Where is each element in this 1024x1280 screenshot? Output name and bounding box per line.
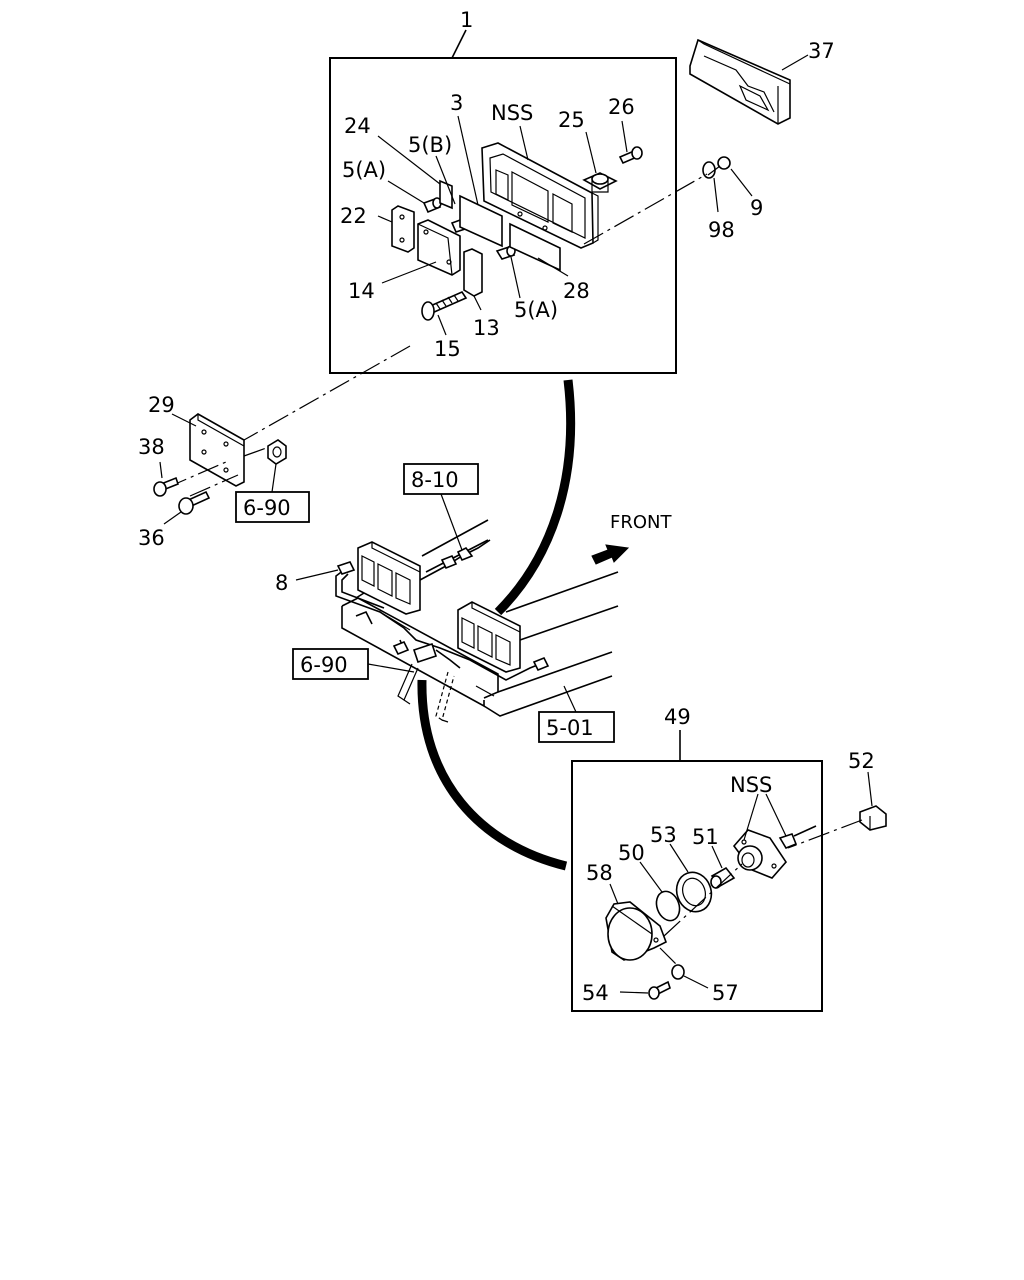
label-53: 53 [650,823,677,847]
bulb-51 [710,866,736,889]
label-28: 28 [563,279,590,303]
nut-9 [717,156,731,170]
ref-box-6-90-a[interactable] [235,491,310,523]
label-98: 98 [708,218,735,242]
ref-6-90-a[interactable]: 6-90 [243,496,291,520]
label-13: 13 [473,316,500,340]
label-nss-bottom: NSS [730,773,772,797]
ref-5-01[interactable]: 5-01 [546,716,594,740]
plate-22 [391,205,415,253]
connector-52 [859,805,887,831]
bracket-25 [582,172,618,193]
ref-box-6-90-b[interactable] [292,648,369,680]
washer-98 [702,161,716,179]
washer-57 [671,964,685,980]
lamp-cover-37 [689,38,791,125]
label-3: 3 [450,91,463,115]
label-49: 49 [664,705,691,729]
ref-box-8-10[interactable] [403,463,479,495]
label-1: 1 [460,8,473,32]
bracket-29 [189,413,245,487]
label-5a-bottom: 5(A) [514,298,558,322]
label-24: 24 [344,114,371,138]
label-front: FRONT [610,512,672,533]
label-36: 36 [138,526,165,550]
label-14: 14 [348,279,375,303]
label-50: 50 [618,841,645,865]
label-57: 57 [712,981,739,1005]
label-5a-top: 5(A) [342,158,386,182]
lamp-socket [732,825,817,879]
front-arrow-icon [591,544,630,565]
detail-box-lamp-assembly [329,57,677,374]
label-54: 54 [582,981,609,1005]
plate-13 [463,248,483,297]
label-38: 38 [138,435,165,459]
license-bracket [397,663,455,723]
lamp-housing [481,142,599,249]
screw-15 [421,290,468,321]
label-58: 58 [586,861,613,885]
label-22: 22 [340,204,367,228]
lens-28 [509,222,561,272]
bolt-38 [153,476,179,497]
screw-54 [648,980,671,1000]
cover-14 [417,219,461,276]
detail-box-license-lamp [571,760,823,1012]
rear-lamp-right [457,601,521,673]
bolt-36 [178,490,211,515]
screw-26 [618,146,643,165]
label-25: 25 [558,108,585,132]
label-29: 29 [148,393,175,417]
label-nss-top: NSS [491,101,533,125]
chassis-frame [341,519,619,717]
label-15: 15 [434,337,461,361]
gasket-53 [675,871,713,913]
nut-6-90 [267,439,287,465]
wiring-harness-8 [335,539,550,681]
gasket-24 [439,179,453,210]
label-37: 37 [808,39,835,63]
label-26: 26 [608,95,635,119]
rear-lamp-left [357,541,421,615]
ref-8-10[interactable]: 8-10 [411,468,459,492]
lens-50 [655,890,681,922]
label-5b: 5(B) [408,133,452,157]
bulb-5a-top [422,197,442,214]
callout-curve-bottom [417,679,568,871]
label-52: 52 [848,749,875,773]
callout-curve-top [494,379,576,616]
ref-6-90-b[interactable]: 6-90 [300,653,348,677]
ref-box-5-01[interactable] [538,711,615,743]
label-9: 9 [750,196,763,220]
lens-3 [459,194,503,248]
lamp-lens-housing-58 [605,901,668,961]
label-51: 51 [692,825,719,849]
label-8: 8 [275,571,288,595]
